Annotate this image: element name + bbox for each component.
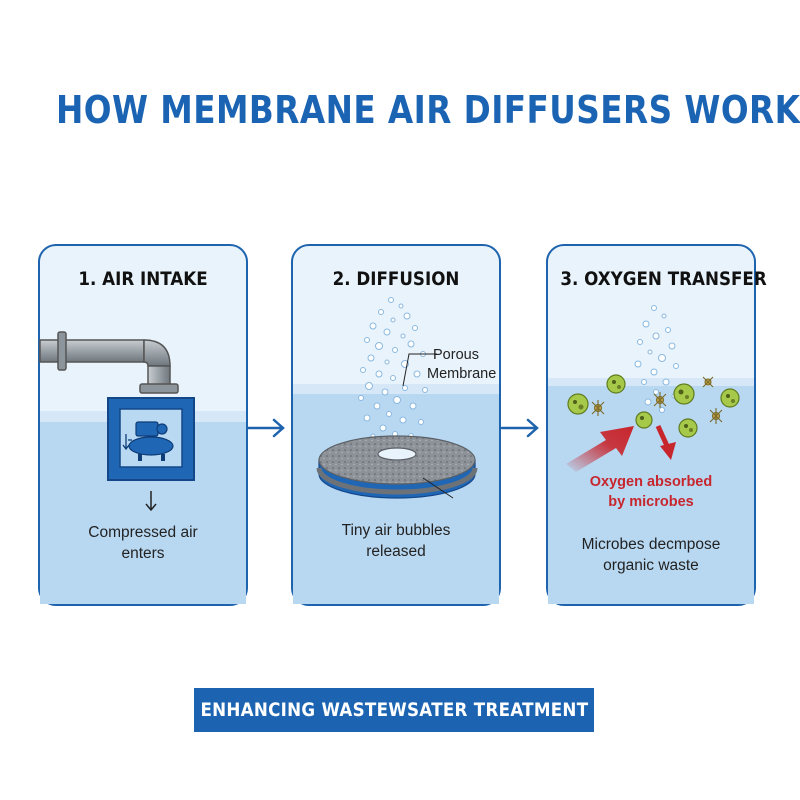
microbe-icon xyxy=(720,388,740,408)
membrane-disc-icon xyxy=(316,435,478,499)
microbe-icon xyxy=(606,374,626,394)
pipe-icon xyxy=(39,331,179,394)
next-step-arrow-icon xyxy=(246,418,285,438)
caption-line: Compressed air xyxy=(88,524,198,541)
oxygen-absorbed-label: Oxygen absorbed by microbes xyxy=(548,472,754,512)
caption-line: enters xyxy=(121,545,165,562)
down-arrow-icon xyxy=(145,491,157,512)
step-panel-oxygen-transfer: 3. OXYGEN TRANSFER xyxy=(546,244,767,606)
microbes-icon xyxy=(567,374,740,438)
callout-pointer xyxy=(402,353,437,387)
footer-banner-text: ENHANCING WASTEWSATER TREATMENT xyxy=(200,699,588,721)
membrane-callout: Porous Membrane xyxy=(427,346,496,384)
compressor-icon xyxy=(107,397,195,481)
microbe-icon xyxy=(567,393,589,415)
footer-banner: ENHANCING WASTEWSATER TREATMENT xyxy=(194,688,594,732)
bubbles-icon xyxy=(634,305,679,413)
next-step-arrow-icon xyxy=(500,418,539,438)
step-caption: Tiny air bubbles released xyxy=(293,520,499,562)
microbe-icon xyxy=(673,383,695,405)
caption-line: released xyxy=(366,543,426,560)
page-title: HOW MEMBRANE AIR DIFFUSERS WORK xyxy=(56,88,800,132)
caption-line: organic waste xyxy=(603,557,699,574)
red-arrow-icon xyxy=(655,424,676,460)
step-panel-diffusion: 2. DIFFUSION Porous Membrane xyxy=(291,244,501,606)
step-title: 3. OXYGEN TRANSFER xyxy=(560,268,767,290)
callout-line: Membrane xyxy=(427,366,497,382)
water-body xyxy=(293,394,499,604)
caption-line: Microbes decmpose xyxy=(581,536,721,553)
step-title: 2. DIFFUSION xyxy=(332,268,460,290)
step-title: 1. AIR INTAKE xyxy=(78,268,208,290)
callout-line: Porous xyxy=(433,347,479,363)
highlight-line: by microbes xyxy=(608,494,694,510)
highlight-line: Oxygen absorbed xyxy=(589,474,713,490)
bubbles-icon xyxy=(358,297,428,439)
microbe-icon xyxy=(635,411,653,429)
step-caption: Compressed air enters xyxy=(40,522,246,564)
caption-line: Tiny air bubbles xyxy=(341,522,451,539)
microbe-icon xyxy=(678,418,698,438)
step-panel-air-intake: 1. AIR INTAKE xyxy=(38,244,248,606)
red-arrow-icon xyxy=(566,426,634,472)
step-caption: Microbes decmpose organic waste xyxy=(548,534,754,576)
